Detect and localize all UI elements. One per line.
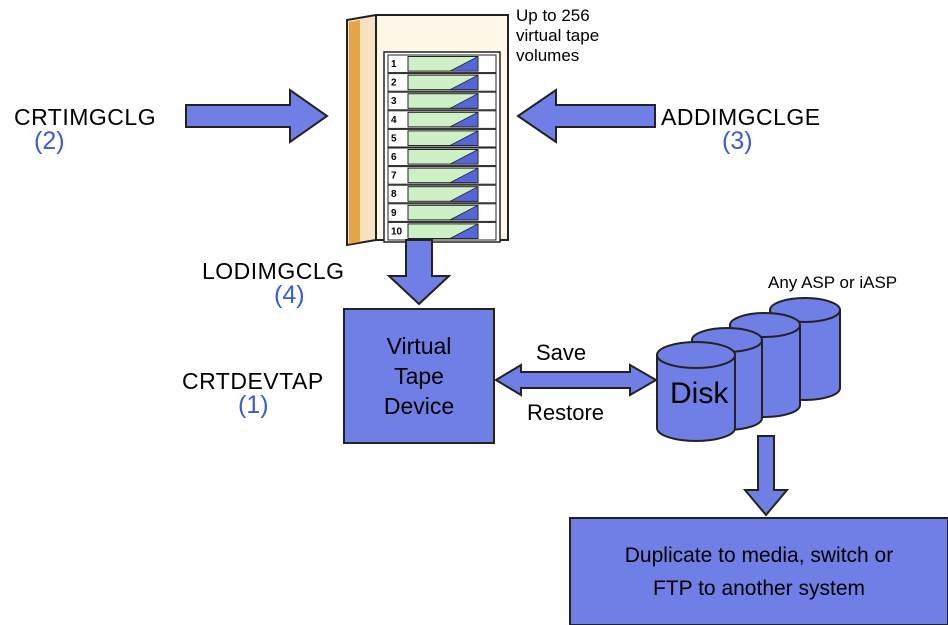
- save-label: Save: [536, 340, 587, 365]
- library-capacity-note: Up to 256 virtual tape volumes: [516, 6, 599, 66]
- tape-slot: 1: [387, 54, 497, 74]
- virtual-tape-device-label: Virtual Tape Device: [344, 309, 494, 443]
- device-line-1: Virtual: [386, 333, 452, 359]
- tape-slot-number: 6: [391, 152, 397, 163]
- lodimgclg-step: (4): [274, 281, 305, 309]
- library-note-line-1: Up to 256: [516, 6, 590, 25]
- tape-slot: 3: [387, 91, 497, 111]
- tape-slot: 2: [387, 73, 497, 92]
- tape-slot-number: 3: [391, 96, 397, 107]
- tape-slot-number: 2: [391, 78, 397, 89]
- crtimgclg-label: CRTIMGCLG: [14, 104, 157, 130]
- arrow-lodimgclg: [386, 239, 452, 306]
- duplicate-box: [569, 517, 948, 625]
- tape-slot: 9: [387, 203, 497, 222]
- crtdevtap-step: (1): [238, 391, 269, 419]
- virtual-tape-device-box: [343, 308, 495, 444]
- tape-slot-number: 9: [391, 208, 397, 219]
- restore-label: Restore: [527, 400, 605, 425]
- tape-slot-number: 1: [391, 59, 397, 70]
- tape-slot-number: 5: [391, 133, 397, 144]
- tape-slot: 8: [387, 184, 497, 204]
- crtdevtap-label: CRTDEVTAP: [182, 368, 324, 394]
- tape-slot-number: 7: [391, 171, 397, 182]
- tape-slot: 6: [387, 147, 497, 167]
- duplicate-line-2: FTP to another system: [652, 576, 866, 600]
- crtimgclg-step: (2): [34, 127, 65, 155]
- arrow-disk-to-duplicate: [742, 435, 790, 517]
- addimgclge-label: ADDIMGCLGE: [661, 104, 821, 130]
- tape-slot: 10: [387, 221, 497, 241]
- lodimgclg-label: LODIMGCLG: [202, 258, 345, 284]
- tape-slot: 4: [387, 110, 497, 129]
- duplicate-line-1: Duplicate to media, switch or: [624, 543, 894, 567]
- tape-library-icon: 1 2 3 4 5 6 7 8 9 10: [346, 14, 509, 247]
- device-line-3: Device: [383, 393, 455, 419]
- asp-note: Any ASP or iASP: [768, 273, 898, 292]
- disk-label: Disk: [670, 377, 729, 410]
- device-line-2: Tape: [394, 363, 444, 389]
- tape-slot: 7: [387, 166, 497, 185]
- tape-slot-number: 8: [391, 189, 397, 200]
- library-note-line-3: volumes: [516, 46, 580, 65]
- disk-stack-icon: [656, 297, 841, 442]
- duplicate-label: Duplicate to media, switch or FTP to ano…: [570, 518, 948, 625]
- arrow-crtimgclg: [185, 88, 329, 144]
- arrow-addimgclge: [516, 88, 656, 144]
- tape-slot-number: 10: [391, 226, 403, 237]
- tape-slots: 1 2 3 4 5 6 7 8 9 10: [387, 54, 497, 241]
- library-note-line-2: virtual tape: [516, 26, 600, 45]
- addimgclge-step: (3): [722, 127, 753, 155]
- tape-slot-number: 4: [391, 115, 397, 126]
- save-restore-arrow: [494, 363, 659, 397]
- tape-slot: 5: [387, 128, 497, 148]
